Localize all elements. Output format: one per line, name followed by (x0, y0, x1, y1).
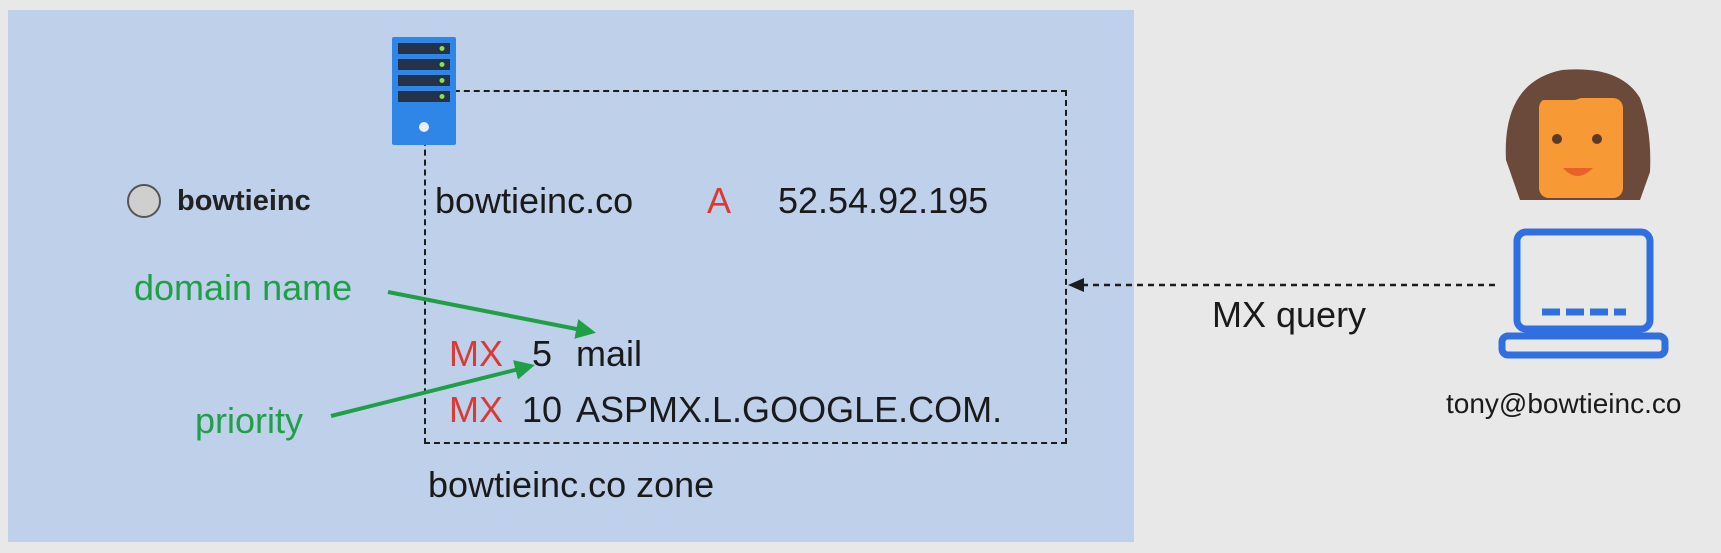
zone-panel (8, 10, 1134, 542)
mx-record-2-target: ASPMX.L.GOOGLE.COM. (576, 389, 1003, 430)
zone-label: bowtieinc.co zone (428, 464, 715, 505)
server-icon (392, 37, 456, 145)
mx-record-1-priority: 5 (532, 333, 553, 374)
user-email: tony@bowtieinc.co (1446, 388, 1682, 419)
zone-boundary (424, 90, 1067, 444)
mx-record-1-type: MX (449, 333, 503, 374)
mx-query-label: MX query (1212, 294, 1367, 335)
a-record-domain: bowtieinc.co (435, 180, 634, 221)
mx-query-arrow (1068, 278, 1495, 292)
org-name: bowtieinc (177, 185, 311, 217)
a-record-value: 52.54.92.195 (778, 180, 989, 221)
a-record-type: A (707, 180, 732, 221)
user-avatar-icon (1505, 69, 1651, 200)
laptop-icon (1498, 228, 1669, 359)
domain-name-annotation: domain name (134, 267, 353, 308)
priority-arrow (330, 360, 535, 418)
mx-record-2-priority: 10 (522, 389, 563, 430)
mx-record-1-target: mail (576, 333, 643, 374)
domain-name-arrow (387, 290, 596, 339)
priority-annotation: priority (195, 400, 304, 441)
org-circle-icon (127, 184, 161, 218)
mx-record-2-type: MX (449, 389, 503, 430)
